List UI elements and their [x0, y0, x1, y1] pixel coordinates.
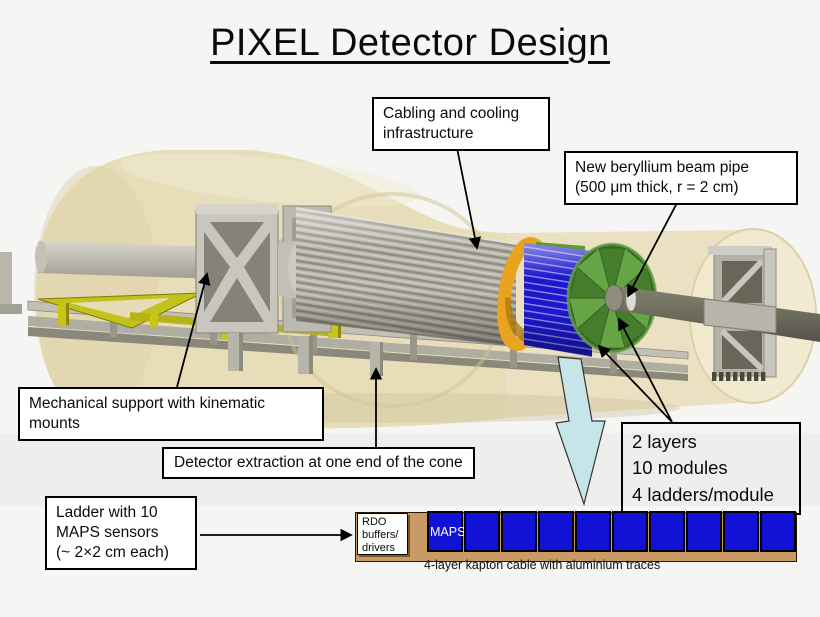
layers-arrow-2-icon [597, 344, 673, 423]
page-title: PIXEL Detector Design [210, 22, 610, 64]
maps-sensor-label: MAPS [430, 524, 466, 539]
maps-sensor [612, 511, 648, 552]
beam-pipe-arrow-icon [627, 202, 678, 298]
cable-bundle [295, 207, 517, 347]
callout-beryllium-beam-pipe: New beryllium beam pipe (500 μm thick, r… [564, 151, 798, 206]
callout-detector-extraction: Detector extraction at one end of the co… [162, 447, 475, 480]
beam-pipe-right [604, 284, 820, 342]
maps-sensor [538, 511, 574, 552]
cabling-arrow-icon [456, 147, 482, 250]
rdo-buffers-box: RDO buffers/ drivers [357, 513, 408, 555]
maps-sensor [464, 511, 500, 552]
callout-cabling-infrastructure: Cabling and cooling infrastructure [372, 97, 550, 152]
maps-sensor [760, 511, 796, 552]
detail-zoom-arrow-icon [555, 356, 606, 507]
mechanical-support-arrow-icon [176, 272, 211, 388]
maps-sensor [723, 511, 759, 552]
maps-sensor-row: MAPS [427, 511, 796, 552]
layers-arrow-1-icon [618, 317, 673, 423]
maps-sensor: MAPS [427, 511, 466, 552]
maps-sensor [649, 511, 685, 552]
maps-sensor [501, 511, 537, 552]
maps-sensor [575, 511, 611, 552]
kapton-cable-caption: 4-layer kapton cable with aluminium trac… [424, 558, 661, 572]
callout-layers-summary: 2 layers 10 modules 4 ladders/module [621, 422, 801, 515]
callout-mechanical-support: Mechanical support with kinematic mounts [18, 387, 324, 442]
callout-ladder-maps-sensors: Ladder with 10 MAPS sensors (~ 2×2 cm ea… [45, 496, 197, 571]
maps-sensor [686, 511, 722, 552]
